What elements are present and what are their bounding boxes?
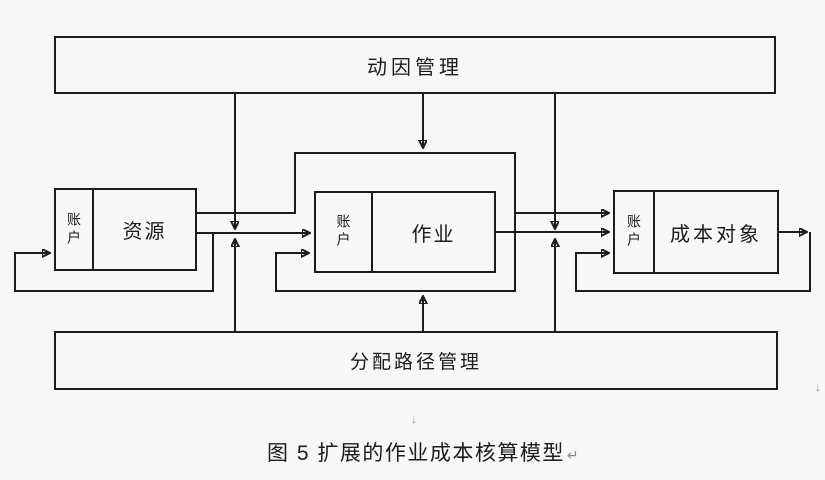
- figure-caption-text: 图 5 扩展的作业成本核算模型: [267, 442, 565, 465]
- resource-feedback-loop: [14, 233, 214, 292]
- down-arrow-mark-right: ↓: [815, 380, 821, 394]
- cost-object-account-label: 账户: [626, 214, 642, 250]
- activity-account-label: 账户: [335, 214, 352, 250]
- node-resource: 账户 资源: [54, 188, 197, 271]
- node-cost-object: 账户 成本对象: [613, 190, 779, 274]
- node-allocation-path-management: 分配路径管理: [54, 331, 778, 390]
- node-activity: 账户 作业: [314, 191, 496, 273]
- resource-account-compartment: 账户: [56, 190, 94, 269]
- cost-object-account-compartment: 账户: [615, 192, 655, 272]
- resource-account-label: 账户: [66, 211, 82, 248]
- down-arrow-mark-center: ↓: [411, 412, 417, 426]
- activity-account-compartment: 账户: [316, 193, 373, 271]
- resource-label: 资源: [122, 221, 167, 243]
- allocation-path-management-label: 分配路径管理: [349, 352, 482, 373]
- cost-object-feedback-loop: [575, 232, 811, 292]
- activity-label: 作业: [411, 223, 456, 246]
- driver-management-label: 动因管理: [367, 56, 463, 79]
- return-mark: ↵: [566, 447, 581, 463]
- resource-bypass-and-activity-loop: [196, 152, 516, 292]
- cost-object-label: 成本对象: [670, 223, 762, 246]
- figure-caption: 图 5 扩展的作业成本核算模型↵: [267, 437, 580, 467]
- node-driver-management: 动因管理: [54, 36, 776, 94]
